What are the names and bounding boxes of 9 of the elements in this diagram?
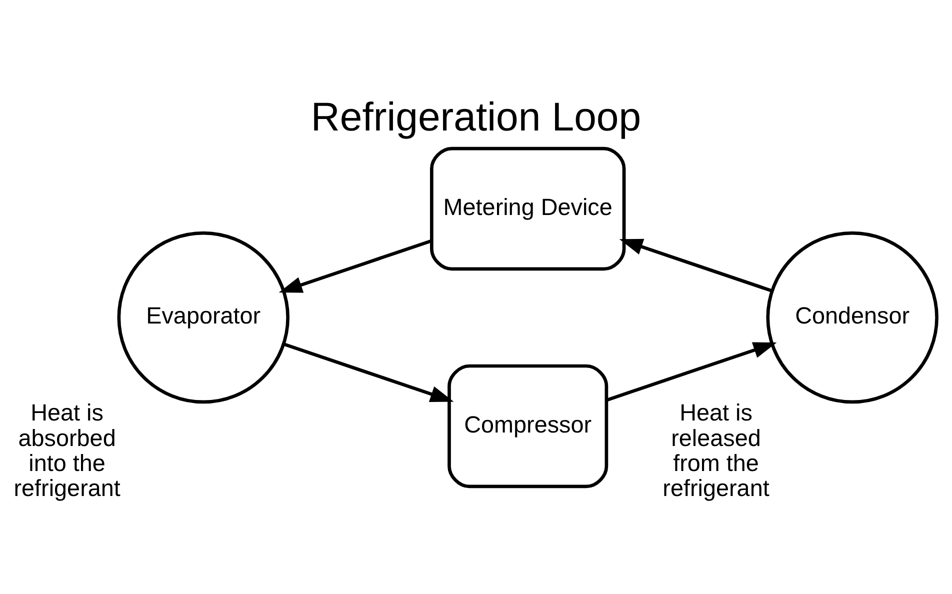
arrow — [278, 239, 432, 293]
node-box: Metering Device — [430, 146, 626, 271]
arrow — [619, 238, 772, 292]
arrow — [606, 342, 777, 402]
node-box: Compressor — [448, 364, 608, 488]
arrow — [283, 342, 454, 402]
node-circle: Evaporator — [117, 231, 290, 404]
diagram-title: Refrigeration Loop — [310, 94, 642, 140]
node-circle: Condensor — [766, 231, 938, 404]
